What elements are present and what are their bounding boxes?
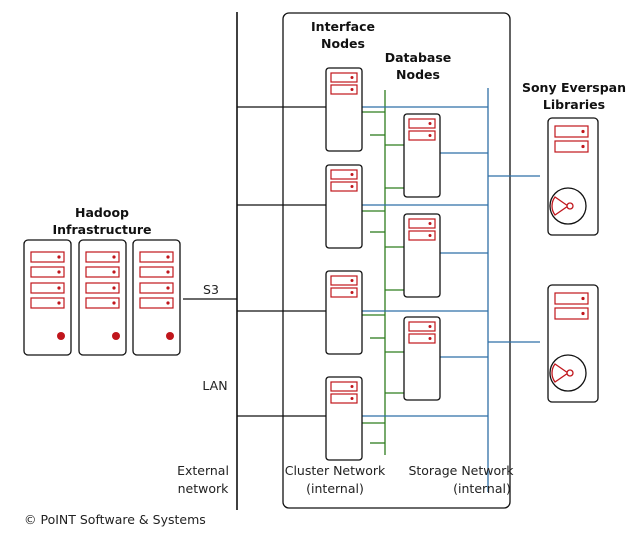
sony-label-line2: Libraries	[543, 97, 605, 112]
database-node-2	[403, 213, 441, 298]
lan-label: LAN	[202, 378, 227, 393]
hadoop-label-line1: Hadoop	[75, 205, 129, 220]
interface-node-3	[325, 270, 363, 355]
hadoop-server-3	[132, 239, 181, 356]
cluster-network	[362, 90, 404, 455]
hadoop-server-1	[23, 239, 72, 356]
external-network-label-line1: External	[177, 463, 229, 478]
database-nodes-label-line2: Nodes	[396, 67, 440, 82]
sony-library-1	[547, 117, 599, 236]
storage-network-label-line2: (internal)	[453, 481, 511, 496]
cluster-frame	[282, 12, 511, 509]
database-nodes-label-line1: Database	[385, 50, 452, 65]
hadoop-server-2	[78, 239, 127, 356]
database-node-1	[403, 113, 441, 198]
cluster-network-label-line1: Cluster Network	[285, 463, 386, 478]
cluster-network-label-line2: (internal)	[306, 481, 364, 496]
s3-label: S3	[203, 282, 219, 297]
sony-label-line1: Sony Everspan	[522, 80, 626, 95]
sony-library-2	[547, 284, 599, 403]
interface-nodes-label-line2: Nodes	[321, 36, 365, 51]
interface-node-2	[325, 164, 363, 249]
storage-network-label-line1: Storage Network	[408, 463, 514, 478]
storage-network	[362, 88, 540, 492]
external-links	[183, 106, 326, 417]
interface-node-4	[325, 376, 363, 461]
copyright-notice: © PoINT Software & Systems	[24, 512, 206, 527]
interface-nodes-label-line1: Interface	[311, 19, 375, 34]
interface-node-1	[325, 67, 363, 152]
hadoop-label-line2: Infrastructure	[53, 222, 152, 237]
external-network-label-line2: network	[178, 481, 230, 496]
database-node-3	[403, 316, 441, 401]
